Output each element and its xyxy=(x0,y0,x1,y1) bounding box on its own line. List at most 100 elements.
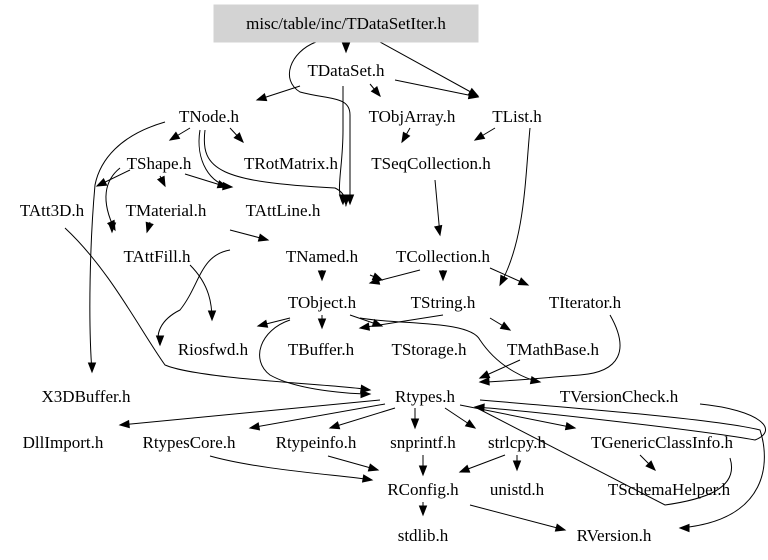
dependency-edge xyxy=(89,121,166,373)
edge-arrowhead xyxy=(118,419,130,429)
edge-arrowhead xyxy=(168,131,181,141)
edge-arrowhead xyxy=(499,274,509,287)
node-tmaterial[interactable]: TMaterial.h xyxy=(126,201,207,220)
edge-arrowhead xyxy=(360,389,372,399)
node-rtypescore[interactable]: RtypesCore.h xyxy=(142,433,236,452)
edge-arrowhead xyxy=(517,277,530,286)
edge-arrowhead xyxy=(564,421,577,431)
edge-arrowhead xyxy=(328,421,341,430)
edge-arrowhead xyxy=(156,175,166,188)
node-tmathbase[interactable]: TMathBase.h xyxy=(507,340,600,359)
node-titerator[interactable]: TIterator.h xyxy=(549,293,622,312)
edge-arrowhead xyxy=(361,474,374,483)
node-tobjarray[interactable]: TObjArray.h xyxy=(369,107,456,126)
edge-arrowhead xyxy=(248,422,261,431)
edge-arrowhead xyxy=(233,132,244,144)
edge-arrowhead xyxy=(512,460,522,472)
node-snprintf[interactable]: snprintf.h xyxy=(390,433,456,452)
node-tgenericclassinfo[interactable]: TGenericClassInfo.h xyxy=(591,433,734,452)
edge-arrowhead xyxy=(433,224,443,237)
root-node-box xyxy=(213,4,479,43)
dependency-edge xyxy=(394,79,479,98)
node-x3dbuffer[interactable]: X3DBuffer.h xyxy=(42,387,131,406)
edge-arrowhead xyxy=(87,362,97,374)
edge-arrowhead xyxy=(107,222,117,234)
edge-arrowhead xyxy=(418,465,428,477)
edge-arrowhead xyxy=(478,370,491,379)
node-tschemahelper[interactable]: TSchemaHelper.h xyxy=(608,480,731,499)
edge-arrowhead xyxy=(645,460,656,471)
dependency-edge xyxy=(209,455,373,481)
node-rtypes[interactable]: Rtypes.h xyxy=(395,387,455,406)
node-rconfig[interactable]: RConfig.h xyxy=(387,480,459,499)
edge-arrowhead xyxy=(401,131,411,144)
dependency-edge xyxy=(338,86,344,205)
edge-arrowhead xyxy=(554,523,567,532)
node-tdataset[interactable]: TDataSet.h xyxy=(308,61,385,80)
edge-arrowhead xyxy=(358,322,371,331)
edge-arrowhead xyxy=(216,180,229,189)
dependency-edge xyxy=(64,227,371,391)
node-tatt3d[interactable]: TAtt3D.h xyxy=(20,201,85,220)
node-dllimport[interactable]: DllImport.h xyxy=(23,433,104,452)
edge-arrowhead xyxy=(155,335,165,347)
node-tnamed[interactable]: TNamed.h xyxy=(286,247,359,266)
dependency-edge xyxy=(479,314,621,383)
dependency-edge xyxy=(474,406,733,506)
node-rversion[interactable]: RVersion.h xyxy=(577,526,652,545)
dependency-edge xyxy=(119,399,381,426)
edge-arrowhead xyxy=(207,310,217,322)
edge-arrowhead xyxy=(473,131,486,141)
graph-edges xyxy=(64,41,767,533)
edge-arrowhead xyxy=(499,321,512,331)
node-tshape[interactable]: TShape.h xyxy=(127,154,192,173)
node-stdlib[interactable]: stdlib.h xyxy=(398,526,449,545)
node-strlcpy[interactable]: strlcpy.h xyxy=(488,433,546,452)
node-tversioncheck[interactable]: TVersionCheck.h xyxy=(560,387,679,406)
dependency-edge xyxy=(479,399,765,529)
dependency-edge xyxy=(288,41,351,204)
edge-arrowhead xyxy=(678,523,690,533)
graph-nodes: misc/table/inc/TDataSetIter.h TDataSet.h… xyxy=(20,4,734,545)
node-unistd[interactable]: unistd.h xyxy=(490,480,545,499)
edge-arrowhead xyxy=(257,233,270,242)
node-rtypeinfo[interactable]: Rtypeinfo.h xyxy=(276,433,357,452)
node-riosfwd[interactable]: Riosfwd.h xyxy=(178,340,249,359)
node-trotmatrix[interactable]: TRotMatrix.h xyxy=(244,154,338,173)
edge-arrowhead xyxy=(341,42,351,54)
edge-arrowhead xyxy=(255,93,268,102)
dependency-edge xyxy=(359,314,444,329)
node-tcollection[interactable]: TCollection.h xyxy=(396,247,490,266)
edge-arrowhead xyxy=(368,276,381,285)
edge-arrowhead xyxy=(370,85,381,98)
node-tattline[interactable]: TAttLine.h xyxy=(246,201,321,220)
edge-arrowhead xyxy=(95,178,108,187)
node-tseqcollection[interactable]: TSeqCollection.h xyxy=(371,154,491,173)
edge-arrowhead xyxy=(360,384,372,393)
edge-arrowhead xyxy=(341,195,351,207)
node-tbuffer[interactable]: TBuffer.h xyxy=(288,340,355,359)
edge-arrowhead xyxy=(145,221,154,234)
node-tlist[interactable]: TList.h xyxy=(492,107,542,126)
dependency-edge xyxy=(359,317,541,383)
edge-arrowhead xyxy=(367,463,380,472)
dependency-edge xyxy=(474,403,767,441)
dependency-edge xyxy=(499,127,531,286)
node-tstorage[interactable]: TStorage.h xyxy=(391,340,467,359)
dependency-edge xyxy=(379,41,479,97)
node-tstring[interactable]: TString.h xyxy=(411,293,476,312)
edge-arrowhead xyxy=(458,464,471,473)
node-tnode[interactable]: TNode.h xyxy=(179,107,239,126)
edge-arrowhead xyxy=(467,90,480,100)
dependency-edge xyxy=(249,403,386,429)
node-tobject[interactable]: TObject.h xyxy=(288,293,357,312)
edge-arrowhead xyxy=(418,505,428,517)
edge-arrowhead xyxy=(478,377,490,386)
dependency-edge xyxy=(469,504,566,531)
root-node-label[interactable]: misc/table/inc/TDataSetIter.h xyxy=(246,14,446,33)
dependency-edge xyxy=(157,249,231,346)
dependency-edge xyxy=(259,319,371,395)
edge-arrowhead xyxy=(256,319,269,328)
node-tattfill[interactable]: TAttFill.h xyxy=(123,247,191,266)
